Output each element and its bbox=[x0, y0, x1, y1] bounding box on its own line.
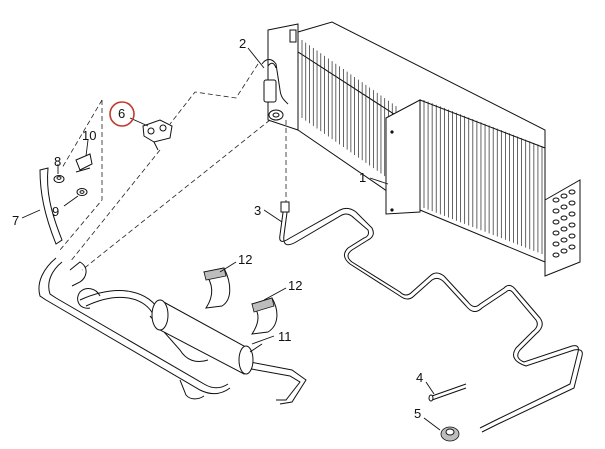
hairpin-end bbox=[568, 222, 576, 228]
hairpin-end bbox=[560, 226, 568, 232]
callout-9: 9 bbox=[52, 204, 59, 219]
hairpin-end bbox=[568, 211, 576, 217]
nut bbox=[53, 175, 65, 183]
hairpin-end bbox=[552, 252, 560, 258]
hairpin-end bbox=[568, 244, 576, 250]
clamp-lower bbox=[250, 297, 278, 335]
assembly-lines bbox=[59, 63, 287, 271]
hairpin-end bbox=[552, 241, 560, 247]
tube-bundle bbox=[38, 257, 307, 405]
hairpin-end bbox=[568, 233, 576, 239]
washer bbox=[76, 188, 88, 196]
clamp-upper bbox=[203, 267, 231, 309]
callout-8: 8 bbox=[54, 154, 61, 169]
callout-labels: 1 2 3 4 5 6 7 8 9 10 11 12 12 bbox=[12, 36, 423, 421]
hairpin-end bbox=[552, 219, 560, 225]
callout-6: 6 bbox=[118, 106, 125, 121]
callout-11: 11 bbox=[278, 329, 292, 344]
callout-leaders bbox=[21, 47, 441, 431]
callout-7: 7 bbox=[12, 213, 19, 228]
callout-1: 1 bbox=[359, 170, 366, 185]
callout-3: 3 bbox=[254, 203, 261, 218]
evaporator-coil bbox=[267, 21, 581, 277]
callout-4: 4 bbox=[416, 370, 423, 385]
suction-line bbox=[279, 201, 583, 433]
valve-fitting bbox=[142, 119, 173, 151]
callout-12-lower: 12 bbox=[288, 278, 302, 293]
hairpin-end bbox=[568, 189, 576, 195]
hairpin-end bbox=[560, 215, 568, 221]
hairpin-end bbox=[560, 204, 568, 210]
highlight-circle bbox=[109, 101, 135, 127]
expansion-valve-assembly bbox=[261, 59, 289, 121]
tube-fitting bbox=[428, 383, 467, 402]
callout-2: 2 bbox=[239, 36, 246, 51]
hairpin-end bbox=[560, 248, 568, 254]
hairpin-end bbox=[552, 197, 560, 203]
hairpin-end bbox=[560, 193, 568, 199]
grommet bbox=[440, 426, 460, 442]
callout-10: 10 bbox=[82, 128, 96, 143]
hairpin-end bbox=[560, 237, 568, 243]
accumulator bbox=[151, 299, 263, 375]
callout-12-upper: 12 bbox=[238, 252, 252, 267]
bracket-strap bbox=[39, 167, 63, 245]
hairpin-end bbox=[568, 200, 576, 206]
callout-5: 5 bbox=[414, 406, 421, 421]
hairpin-end bbox=[552, 230, 560, 236]
clip-bracket bbox=[75, 153, 93, 173]
hairpin-end bbox=[552, 208, 560, 214]
